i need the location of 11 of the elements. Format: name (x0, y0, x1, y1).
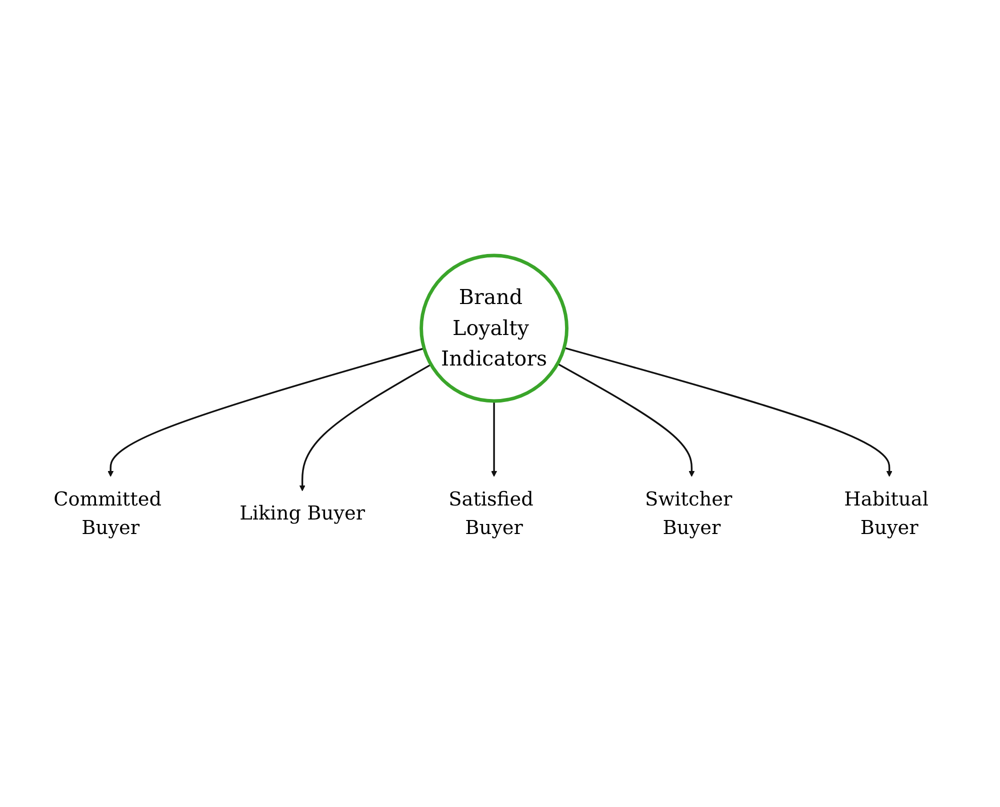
arrow (564, 347, 892, 478)
node-text: Satisfied Buyer (448, 488, 534, 540)
node-text: Switcher Buyer (645, 488, 732, 540)
node-text: Committed Buyer (54, 488, 162, 540)
node-text: Habitual Buyer (844, 488, 928, 540)
arrow (491, 401, 498, 478)
arrow (557, 363, 695, 478)
hub-ellipse: Brand Loyalty Indicators (420, 254, 569, 404)
arrow (299, 364, 432, 492)
node-text: Liking Buyer (240, 502, 366, 525)
arrow (108, 348, 424, 478)
